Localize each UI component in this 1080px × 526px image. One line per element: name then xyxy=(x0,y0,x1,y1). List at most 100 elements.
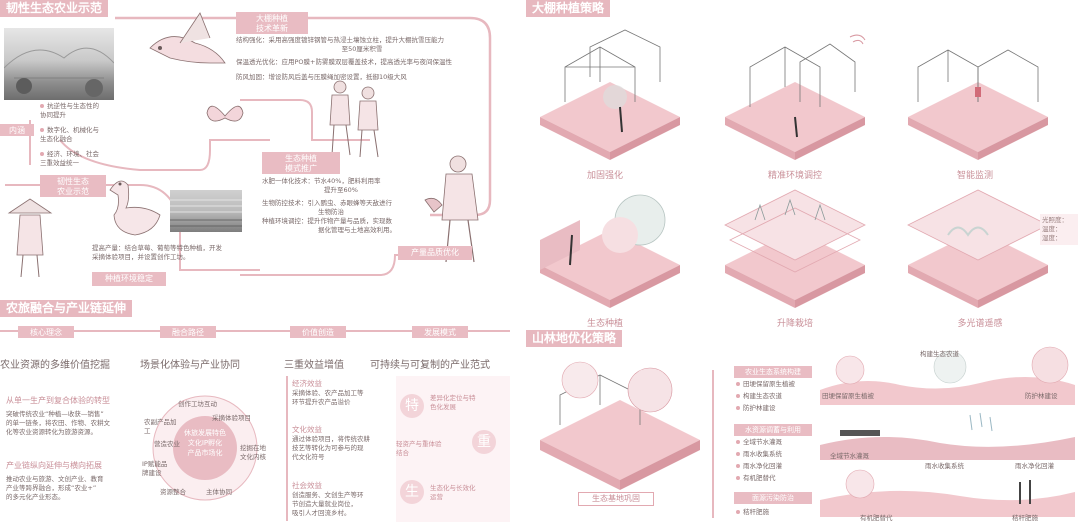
section-label: 雨水净化回灌 xyxy=(1015,462,1054,470)
header-value-creation: 价值创造 xyxy=(290,326,346,338)
ring-label: 创作工坊互动 xyxy=(178,400,217,408)
caption-smart-monitor: 智能监测 xyxy=(956,171,993,181)
model-text-te: 差异化定位与特 色化发展 xyxy=(430,394,476,412)
header-band xyxy=(0,330,510,332)
box-env-stable: 种植环境稳定 xyxy=(92,272,166,286)
terrain-section-bottom xyxy=(820,469,1075,517)
col1-sub1-text: 突破传统农业“种植—收获—销售” 的单一链条，将农田、作物、农耕文 化等农业资源… xyxy=(6,410,131,437)
list-items-pollution: 秸秆肥施 xyxy=(736,508,769,517)
model-line: 生态化与长效化 xyxy=(430,484,476,492)
interior-rows xyxy=(170,199,242,227)
greenhouse-panel-multispectral xyxy=(907,189,1049,308)
list-item: 田埂保留原生植被 xyxy=(736,380,795,389)
col3-block-line: 技艺等转化为可参与的现 xyxy=(292,444,364,452)
caption-reinforce: 加固强化 xyxy=(586,171,623,181)
col1-line: 化等农业资源转化为旅游资源。 xyxy=(6,428,97,436)
caption-eco-planting: 生态种植 xyxy=(586,319,623,329)
col1-line: 的多元化产业形态。 xyxy=(6,493,65,501)
section-label: 全域节水灌溉 xyxy=(830,452,869,460)
list-item: 有机肥替代 xyxy=(736,474,782,483)
ring-center-line: 产品市场化 xyxy=(187,449,223,457)
greenhouse-photo xyxy=(3,28,115,100)
butterfly-sketch xyxy=(206,105,244,122)
col3-block-line: 环节提升农产品溢价 xyxy=(292,398,351,406)
model-text-sheng: 生态化与长效化 运营 xyxy=(430,484,476,502)
greenhouse-panel-eco xyxy=(540,194,680,308)
model-icon-sheng: 生 xyxy=(400,480,424,504)
section-label: 有机肥替代 xyxy=(860,514,893,522)
flow-path-lines xyxy=(5,16,492,276)
eco-line: 水肥一体化技术：节水40%，肥料利用率 xyxy=(262,177,381,185)
col2-title: 场景化体验与产业协同 xyxy=(140,360,240,371)
eco-line: 提升至60% xyxy=(324,186,358,194)
section-title-greenhouse-strategy: 大棚种植策略 xyxy=(526,0,611,17)
model-line: 轻资产与重体验 xyxy=(396,440,442,448)
eco-line: 据化管理与土地高效利用。 xyxy=(318,226,396,234)
section-title-agritourism: 农旅融合与产业链延伸 xyxy=(0,300,133,317)
col4-title: 可持续与可复制的产业范式 xyxy=(370,360,490,371)
col1-sub2: 产业链纵向延伸与横向拓展 xyxy=(6,461,102,470)
caption-climate-control: 精准环境调控 xyxy=(767,171,822,181)
section-label: 防护林建设 xyxy=(1025,392,1058,400)
col1-line: 产业等跨界融合，形成“农业+” xyxy=(6,484,97,492)
col3-block-title: 文化效益 xyxy=(292,425,322,434)
col3-block-social: 社会效益 创造服务、文创生产等环 节创造大量就业岗位， 吸引人才回流乡村。 xyxy=(292,480,392,518)
terrain-section-mid xyxy=(820,412,1075,460)
box-yield-optimize: 产量品质优化 xyxy=(398,246,472,260)
model-icon-zhong: 重 xyxy=(472,430,496,454)
section-title-mountain-strategy: 山林地优化策略 xyxy=(526,330,623,347)
model-line: 色化发展 xyxy=(430,403,456,411)
ring-label: 采摘体验项目 xyxy=(212,414,251,422)
mountain-base-diagram xyxy=(540,361,700,490)
ring-label: IP赋能品牌建设 xyxy=(142,460,168,477)
col3-block-line: 节创造大量就业岗位， xyxy=(292,500,357,508)
base-caption-box: 生态基地巩固 xyxy=(578,492,654,506)
ring-label: 主体协同 xyxy=(206,488,232,496)
section-label: 构建生态农道 xyxy=(920,350,959,358)
col1-line: 突破传统农业“种植—收获—销售” xyxy=(6,410,104,418)
list-items-ecosystem: 田埂保留原生植被 构建生态农道 防护林建设 xyxy=(736,380,795,413)
list-item: 全域节水灌溉 xyxy=(736,438,782,447)
ring-label: 资源整合 xyxy=(160,488,186,496)
col1-title: 农业资源的多维价值挖掘 xyxy=(0,360,110,371)
col1-sub1: 从单一生产到复合体验的转型 xyxy=(6,396,110,405)
woman-watering-sketch xyxy=(424,155,479,263)
bird-sketch xyxy=(149,12,226,64)
col3-title: 三重效益增值 xyxy=(284,360,344,371)
ring-label: 挖掘在地文化内核 xyxy=(240,444,266,461)
eco-line: 种植环境调控：提升作物产量与品质，实现数 xyxy=(262,217,392,225)
connotation-item: 抗逆性与生态性的协同提升 xyxy=(40,102,99,119)
col1-line: 的单一链条，将农田、作物、农耕文 xyxy=(6,419,110,427)
caption-lift-cultivation: 升降栽培 xyxy=(776,319,813,329)
col3-block-line: 通过体验项目，将传统农耕 xyxy=(292,435,370,443)
greenhouse-photo-sketch xyxy=(3,47,115,97)
section-label: 秸秆肥施 xyxy=(1012,514,1038,522)
ring-center-line: 文化IP孵化 xyxy=(187,439,223,447)
fusion-ring-diagram xyxy=(152,395,258,501)
col3-block-line: 代文化符号 xyxy=(292,453,325,461)
greenhouse-line: 防风加固：增设防风后盖与压膜绳加密设置，抵御10级大风 xyxy=(236,73,407,81)
box-eco-planting: 生态种植 模式推广 xyxy=(262,152,340,174)
box-greenhouse-innovation: 大棚种植 技术革新 xyxy=(236,12,308,34)
greenhouse-panel-climate xyxy=(725,34,866,160)
col3-block-line: 采摘体验、农产品加工等 xyxy=(292,389,364,397)
list-item: 秸秆肥施 xyxy=(736,508,769,517)
connotation-item: 数字化、机械化与生态化融合 xyxy=(40,126,99,143)
ring-center-line: 休旅发展特色 xyxy=(184,429,226,437)
col3-bar xyxy=(286,376,288,521)
model-line: 结合 xyxy=(396,449,409,457)
list-item: 雨水收集系统 xyxy=(736,450,782,459)
col1-sub2-text: 推动农业与旅游、文创产业、教育 产业等跨界融合，形成“农业+” 的多元化产业形态… xyxy=(6,475,131,502)
model-icon-te: 特 xyxy=(400,394,424,418)
ring-center-text: 休旅发展特色 文化IP孵化 产品市场化 xyxy=(166,428,244,458)
col1-line: 推动农业与旅游、文创产业、教育 xyxy=(6,475,104,483)
col3-block-title: 经济效益 xyxy=(292,379,322,388)
yield-line: 采摘体验项目，并设置创作工坊。 xyxy=(92,253,190,261)
goose-sketch xyxy=(109,180,161,236)
model-line: 运营 xyxy=(430,493,443,501)
col3-block-line: 创造服务、文创生产等环 xyxy=(292,491,364,499)
box-connotation: 内涵 xyxy=(0,124,34,136)
greenhouse-line: 至50厘米积雪 xyxy=(341,45,383,53)
eco-line: 生物防治 xyxy=(318,208,344,216)
section-title-resilient-farming: 韧性生态农业示范 xyxy=(0,0,109,17)
